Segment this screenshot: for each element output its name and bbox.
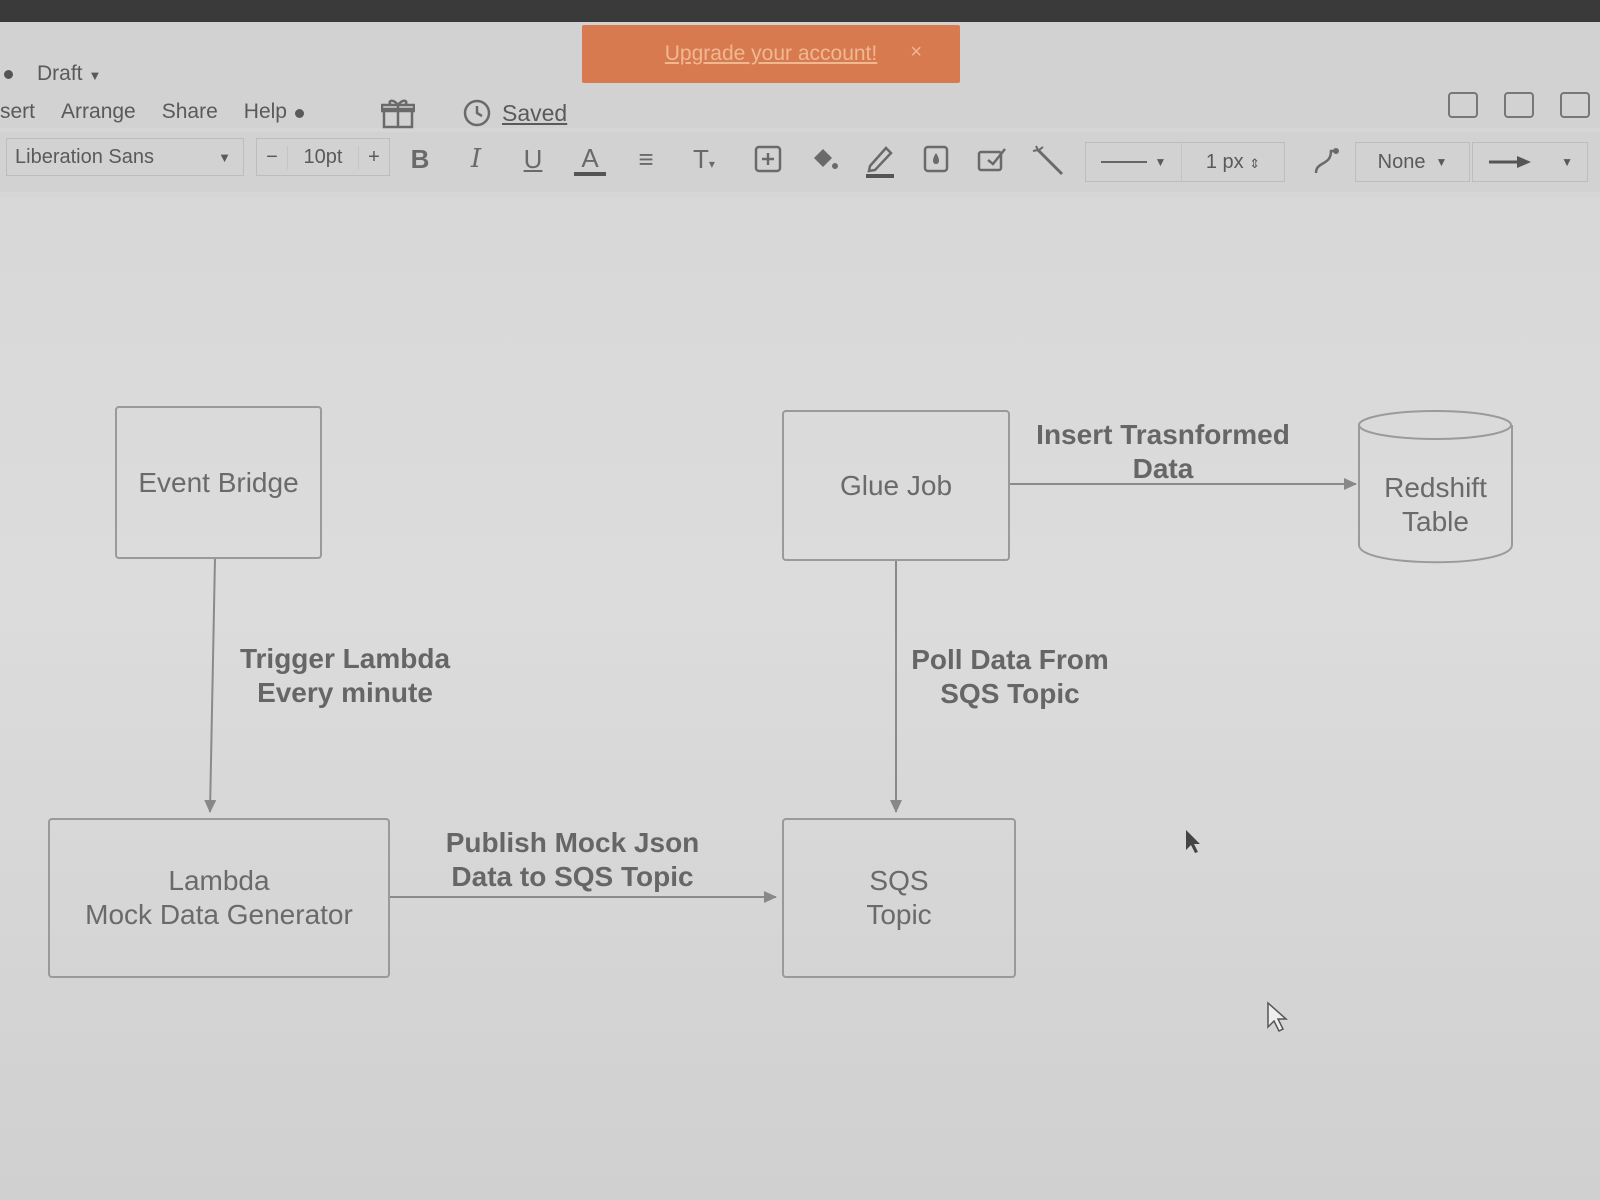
edge-label-insert[interactable]: Insert Trasnformed Data <box>1036 419 1290 484</box>
increase-size-button[interactable]: + <box>368 145 380 168</box>
chevron-down-icon: ▼ <box>1154 155 1167 169</box>
window-top-strip <box>0 0 1600 22</box>
edge-label-trigger[interactable]: Trigger Lambda Every minute <box>239 643 451 708</box>
line-start-value: None <box>1377 150 1426 173</box>
fill-color-icon[interactable] <box>808 144 840 181</box>
decrease-size-button[interactable]: − <box>266 145 278 168</box>
present-icon[interactable] <box>1504 92 1534 118</box>
font-family-select[interactable]: Liberation Sans ▼ <box>6 138 244 176</box>
close-icon[interactable]: × <box>910 41 922 63</box>
node-event-bridge[interactable]: Event Bridge <box>115 406 322 559</box>
line-width-stepper[interactable]: 1 px ⇕ <box>1205 150 1261 173</box>
underline-button[interactable]: U <box>523 144 543 174</box>
edge-label-poll[interactable]: Poll Data From SQS Topic <box>911 644 1109 709</box>
italic-button[interactable]: I <box>470 144 482 174</box>
comment-icon[interactable] <box>1448 92 1478 118</box>
format-toolbar: Liberation Sans ▼ − 10pt + B I U A ≡ T▾ … <box>0 132 1600 192</box>
menu-arrange[interactable]: Arrange <box>61 100 136 123</box>
chevron-down-icon: ▼ <box>1561 155 1573 169</box>
edge-label-publish[interactable]: Publish Mock Json Data to SQS Topic <box>445 827 700 892</box>
line-pattern-select[interactable]: ▼ <box>1086 143 1182 181</box>
menu-items: sert Arrange Share Help <box>0 100 304 124</box>
line-end-select[interactable]: ▼ <box>1472 142 1588 182</box>
header-right-icons <box>1448 92 1590 118</box>
font-size-stepper[interactable]: − 10pt + <box>256 138 390 176</box>
node-sqs-topic[interactable]: SQS Topic <box>782 818 1016 978</box>
style-icon[interactable] <box>976 144 1008 181</box>
upgrade-banner: Upgrade your account! × <box>582 25 960 83</box>
text-options-button[interactable]: T▾ <box>693 144 715 174</box>
menu-share[interactable]: Share <box>161 100 218 123</box>
chevron-down-icon: ▼ <box>218 149 231 165</box>
menu-help[interactable]: Help <box>244 100 304 124</box>
connector-style-icon[interactable] <box>1310 146 1342 183</box>
opacity-icon[interactable] <box>920 144 952 181</box>
upgrade-link[interactable]: Upgrade your account! <box>664 42 878 65</box>
font-color-button[interactable]: A <box>574 144 606 176</box>
line-style-select[interactable]: ▼ 1 px ⇕ <box>1085 142 1285 182</box>
line-color-icon[interactable] <box>864 144 896 185</box>
font-size-value[interactable]: 10pt <box>287 145 359 169</box>
clock-icon <box>463 99 491 127</box>
video-icon[interactable] <box>1560 92 1590 118</box>
diagram-canvas[interactable] <box>0 198 1600 1200</box>
chevron-down-icon: ▼ <box>1435 155 1448 169</box>
node-glue-job[interactable]: Glue Job <box>782 410 1010 561</box>
line-start-select[interactable]: None ▼ <box>1355 142 1470 182</box>
document-title-text: Draft <box>37 62 83 85</box>
container-icon[interactable] <box>752 144 784 181</box>
menu-insert[interactable]: sert <box>0 100 36 123</box>
unsaved-dot <box>4 69 13 79</box>
save-status[interactable]: Saved <box>462 98 567 128</box>
save-status-label: Saved <box>502 99 568 126</box>
font-family-value: Liberation Sans <box>15 145 154 168</box>
document-title[interactable]: Draft ▼ <box>0 62 101 86</box>
align-icon[interactable]: ≡ <box>638 144 654 174</box>
chevron-down-icon: ▼ <box>88 68 102 83</box>
bold-button[interactable]: B <box>410 144 430 174</box>
gift-icon[interactable] <box>380 98 416 135</box>
magic-wand-icon[interactable] <box>1032 144 1064 183</box>
node-lambda[interactable]: Lambda Mock Data Generator <box>48 818 390 978</box>
node-redshift-table[interactable]: Redshift Table <box>1384 472 1487 537</box>
arrow-end-icon <box>1489 156 1532 168</box>
notification-dot <box>294 109 304 118</box>
